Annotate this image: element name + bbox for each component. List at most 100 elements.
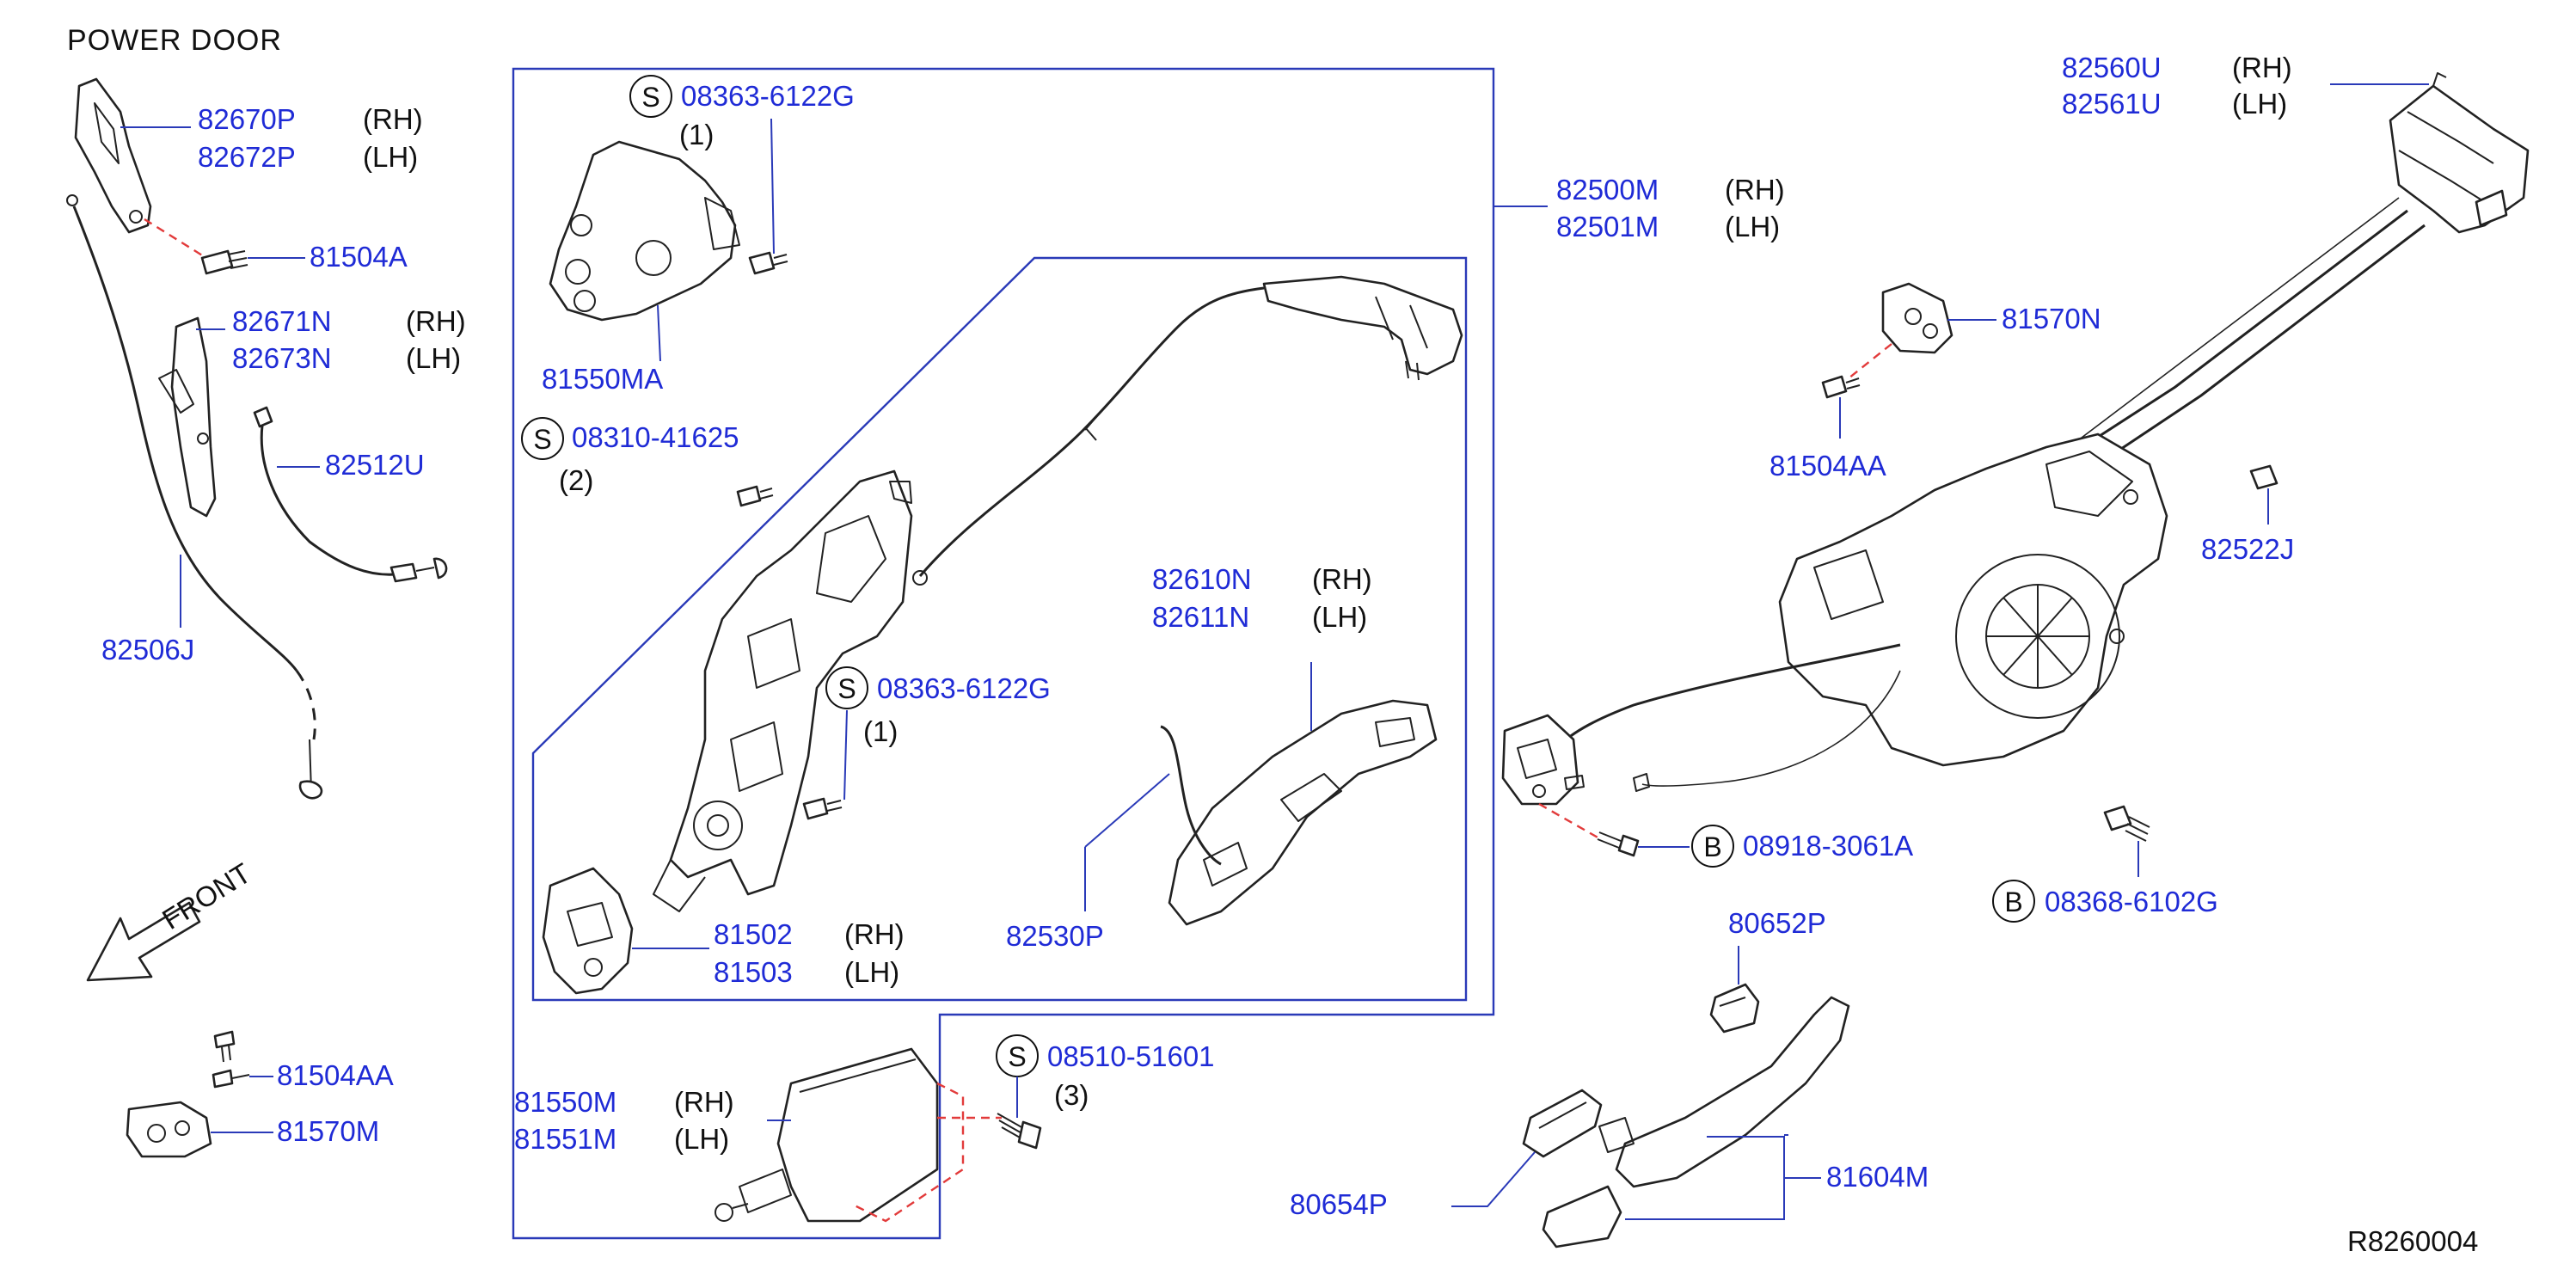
leader-80654P	[1451, 1151, 1536, 1207]
quantity-3: (3)	[1054, 1079, 1089, 1111]
figure-id: R8260004	[2347, 1225, 2478, 1257]
part-81550M: 81550M	[514, 1086, 616, 1118]
part-08363-6122G-mid: 08363-6122G	[877, 672, 1051, 704]
side-rh: (RH)	[363, 103, 423, 135]
side-rh: (RH)	[1312, 563, 1372, 595]
part-80652P: 80652P	[1728, 907, 1826, 939]
part-82672P: 82672P	[198, 141, 296, 173]
inside-handle-82671N	[158, 316, 217, 518]
part-81504A: 81504A	[310, 241, 408, 273]
part-08368-6102G: 08368-6102G	[2045, 886, 2218, 917]
leader-81550MA	[657, 304, 661, 362]
lock-cable	[918, 286, 1265, 577]
symbol-s-label: S	[1008, 1041, 1026, 1072]
assembly-frame-82500M	[512, 67, 1495, 1240]
symbol-s-label: S	[533, 424, 551, 455]
part-82506J: 82506J	[101, 634, 194, 666]
bolt-08363-6122G-top	[748, 251, 788, 275]
fastener-line-81504A	[144, 218, 207, 260]
side-rh: (RH)	[674, 1086, 734, 1118]
symbol-b	[1691, 825, 1734, 868]
symbol-b-label: B	[1703, 831, 1721, 862]
fastener-lines-81550M	[850, 1082, 1002, 1223]
striker-81570M	[126, 1101, 212, 1158]
symbol-s-label: S	[641, 82, 659, 113]
motor-cable	[1555, 643, 1901, 750]
handle-cap-80652P	[1709, 983, 1760, 1034]
motor-wire	[1641, 670, 1901, 787]
cable-82512U	[253, 406, 448, 583]
door-lock-assembly	[653, 469, 913, 912]
part-80654P: 80654P	[1290, 1188, 1388, 1220]
outside-handle-bracket-82610N	[1168, 699, 1438, 926]
part-82673N: 82673N	[232, 342, 332, 374]
power-slide-motor-unit	[1778, 432, 2168, 767]
rod-82506J-hidden	[295, 670, 316, 740]
side-rh: (RH)	[1725, 174, 1785, 206]
wire-connector	[1633, 773, 1650, 792]
leader-81604M	[1625, 1136, 1821, 1220]
clip-82522J	[2249, 464, 2279, 490]
part-82611N: 82611N	[1152, 601, 1249, 633]
symbol-b-label: B	[2004, 886, 2022, 917]
part-82561U: 82561U	[2062, 88, 2162, 120]
part-81504AA-right: 81504AA	[1769, 450, 1886, 482]
quantity-1: (1)	[679, 119, 714, 150]
harness-82530P	[1160, 725, 1222, 866]
outside-handle-81604M	[1542, 996, 1850, 1248]
striker-81570N	[1881, 282, 1953, 354]
quantity-1: (1)	[863, 715, 898, 747]
part-81604M: 81604M	[1826, 1161, 1929, 1193]
bolt-08368-6102G	[2103, 805, 2150, 842]
symbol-b	[1992, 880, 2035, 923]
part-82671N: 82671N	[232, 305, 332, 337]
side-rh: (RH)	[406, 305, 466, 337]
part-82501M: 82501M	[1556, 211, 1659, 242]
front-label: FRONT	[156, 856, 256, 936]
outside-handle-linkage	[1262, 275, 1463, 381]
fastener-line-08918	[1538, 802, 1600, 840]
side-rh: (RH)	[844, 918, 905, 950]
side-lh: (LH)	[363, 141, 418, 173]
outside-handle-bracket-82670P	[74, 77, 152, 234]
rod-clip	[298, 780, 323, 800]
rear-latch-unit	[1501, 714, 1585, 806]
part-08918-3061A: 08918-3061A	[1743, 830, 1913, 862]
quantity-2: (2)	[559, 464, 593, 496]
cable-end	[912, 570, 928, 586]
fastener-line-81504AA-right	[1848, 343, 1892, 379]
symbol-s-label: S	[837, 673, 856, 704]
screw-81504AA-right	[1821, 375, 1861, 399]
door-latch-81502	[542, 867, 634, 995]
bolt-08363-6122G-mid	[802, 797, 843, 820]
part-82522J: 82522J	[2201, 533, 2294, 565]
diagram-title: POWER DOOR	[67, 24, 282, 57]
part-08363-6122G-top: 08363-6122G	[681, 80, 855, 112]
bolt-08310-41625	[736, 485, 774, 507]
part-82530P: 82530P	[1006, 920, 1104, 952]
side-rh: (RH)	[2232, 52, 2292, 83]
part-81570N: 81570N	[2002, 303, 2101, 334]
actuator-81550MA	[549, 140, 740, 322]
part-81503: 81503	[714, 956, 793, 988]
screw-81504AA-left	[212, 1030, 250, 1089]
symbol-s	[629, 75, 672, 118]
rod-end	[66, 194, 78, 206]
part-08510-51601: 08510-51601	[1047, 1040, 1215, 1072]
symbol-s	[521, 417, 564, 460]
handle-pad-80654P	[1522, 1089, 1603, 1158]
part-82500M: 82500M	[1556, 174, 1659, 206]
symbol-s	[825, 666, 868, 709]
cable-clip	[1084, 416, 1097, 441]
side-lh: (LH)	[406, 342, 461, 374]
part-81504AA-left: 81504AA	[277, 1059, 394, 1091]
side-lh: (LH)	[1312, 601, 1367, 633]
part-82512U: 82512U	[325, 449, 425, 481]
leader-08363-6122G-top	[770, 118, 775, 255]
bolt-08510-51601	[997, 1113, 1042, 1150]
part-08310-41625: 08310-41625	[572, 421, 739, 453]
assembly-frame-inner	[531, 256, 1468, 1002]
part-81570M: 81570M	[277, 1115, 379, 1147]
screw-81504A	[200, 249, 248, 275]
